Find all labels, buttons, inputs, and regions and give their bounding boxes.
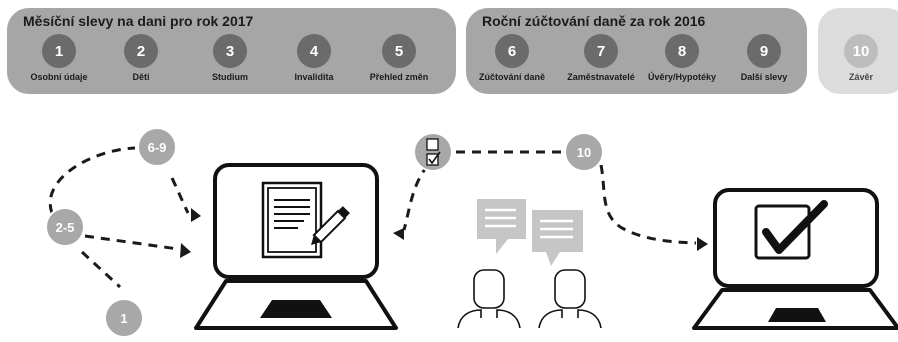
step-7[interactable]: 7 Zaměstnavatelé	[563, 34, 639, 82]
person-head	[554, 269, 586, 309]
step-10[interactable]: 10 Závěr	[823, 34, 898, 82]
checklist-badge	[413, 132, 453, 172]
step-2[interactable]: 2 Děti	[103, 34, 179, 82]
step-number: 7	[584, 34, 618, 68]
annual-tax-settlement-panel: Roční zúčtování daně za rok 2016 6 Zúčto…	[466, 8, 807, 94]
speech-bubbles-icon	[477, 199, 583, 266]
step-label: Studium	[212, 72, 248, 82]
laptop-checkmark-icon	[692, 188, 898, 330]
step-number: 6	[495, 34, 529, 68]
step-number: 10	[844, 34, 878, 68]
arrowhead-icon	[180, 243, 191, 258]
arrowhead-icon	[393, 228, 404, 240]
step-label: Děti	[132, 72, 150, 82]
badge-step-10: 10	[564, 132, 604, 172]
people-icon	[457, 269, 602, 329]
step-number: 1	[42, 34, 76, 68]
arrowhead-icon	[697, 237, 708, 251]
step-label: Úvěry/Hypotéky	[647, 72, 717, 82]
step-number: 4	[297, 34, 331, 68]
step-label: Zúčtování daně	[478, 72, 545, 82]
final-step-panel: 10 Závěr	[818, 8, 898, 94]
person-head	[473, 269, 505, 309]
step-label: Invalidita	[294, 72, 334, 82]
step-number: 3	[213, 34, 247, 68]
step-9[interactable]: 9 Další slevy	[726, 34, 802, 82]
step-4[interactable]: 4 Invalidita	[276, 34, 352, 82]
step-label: Zaměstnavatelé	[567, 72, 635, 82]
step-label: Další slevy	[740, 72, 788, 82]
annual-panel-title: Roční zúčtování daně za rok 2016	[482, 13, 706, 29]
arrowhead-icon	[191, 208, 201, 222]
step-number: 5	[382, 34, 416, 68]
step-label: Osobní údaje	[30, 72, 88, 82]
badge-steps-6-9: 6-9	[137, 127, 177, 167]
step-5[interactable]: 5 Přehled změn	[361, 34, 437, 82]
monthly-tax-relief-panel: Měsíční slevy na dani pro rok 2017 1 Oso…	[7, 8, 456, 94]
badge-step-1: 1	[104, 298, 144, 338]
step-number: 8	[665, 34, 699, 68]
step-number: 2	[124, 34, 158, 68]
checkbox-empty-icon	[426, 138, 439, 151]
step-label: Závěr	[848, 72, 874, 82]
step-6[interactable]: 6 Zúčtování daně	[474, 34, 550, 82]
checkbox-checked-icon	[426, 153, 439, 166]
badge-steps-2-5: 2-5	[45, 207, 85, 247]
step-1[interactable]: 1 Osobní údaje	[21, 34, 97, 82]
dashed-connectors	[48, 146, 697, 289]
step-8[interactable]: 8 Úvěry/Hypotéky	[644, 34, 720, 82]
step-label: Přehled změn	[369, 72, 429, 82]
laptop-document-icon	[194, 163, 398, 330]
arrowheads	[180, 208, 708, 258]
step-number: 9	[747, 34, 781, 68]
monthly-panel-title: Měsíční slevy na dani pro rok 2017	[23, 13, 254, 29]
pencil-icon	[311, 206, 350, 245]
step-3[interactable]: 3 Studium	[192, 34, 268, 82]
